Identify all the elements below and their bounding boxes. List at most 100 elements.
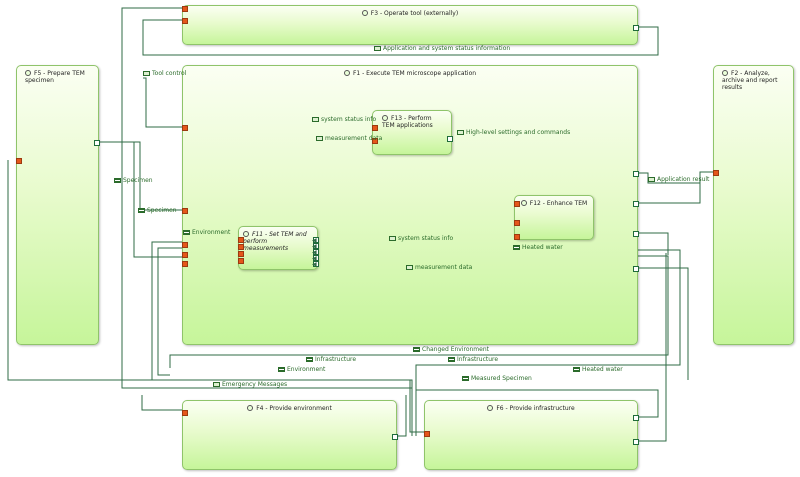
exchange-icon xyxy=(457,130,464,135)
exchange-label: High-level settings and commands xyxy=(457,129,570,136)
input-port[interactable] xyxy=(713,170,719,176)
function-icon xyxy=(343,70,350,76)
function-title: F1 - Execute TEM microscope application xyxy=(352,70,477,77)
exchange-icon xyxy=(316,136,323,141)
exchange-icon xyxy=(143,71,150,76)
exchange-icon xyxy=(213,382,220,387)
exchange-label: Infrastructure xyxy=(448,356,498,363)
output-port[interactable] xyxy=(633,415,639,421)
function-title: F6 - Provide infrastructure xyxy=(496,405,575,412)
function-icon xyxy=(361,10,368,16)
input-port[interactable] xyxy=(182,208,188,214)
physical-exchange-icon xyxy=(114,178,121,183)
function-icon xyxy=(520,200,527,206)
output-port[interactable] xyxy=(633,231,639,237)
input-port[interactable] xyxy=(182,410,188,416)
input-port[interactable] xyxy=(16,158,22,164)
physical-exchange-icon xyxy=(573,367,580,372)
exchange-label: Heated water xyxy=(573,366,623,373)
exchange-label: Specimen xyxy=(138,207,177,214)
exchange-label: Application result xyxy=(648,176,709,183)
function-f12[interactable]: F12 - Enhance TEM xyxy=(514,195,594,240)
exchange-label: Infrastructure xyxy=(306,356,356,363)
input-port[interactable] xyxy=(182,125,188,131)
exchange-label: Environment xyxy=(278,366,325,373)
function-f4[interactable]: F4 - Provide environment xyxy=(182,400,398,470)
function-icon xyxy=(487,405,494,411)
output-port[interactable] xyxy=(633,25,639,31)
exchange-label: Environment xyxy=(183,229,230,236)
function-f3[interactable]: F3 - Operate tool (externally) xyxy=(182,5,639,45)
exchange-label: Application and system status informatio… xyxy=(374,45,510,52)
output-port[interactable] xyxy=(447,136,453,142)
exchange-label: measurement data xyxy=(316,135,382,142)
output-port[interactable] xyxy=(392,434,398,440)
input-port[interactable] xyxy=(182,18,188,24)
physical-exchange-icon xyxy=(462,376,469,381)
output-port[interactable] xyxy=(313,249,319,255)
exchange-icon xyxy=(389,236,396,241)
arrowhead-markers: ◀◀◀◀◀ xyxy=(312,237,317,268)
physical-exchange-icon xyxy=(413,347,420,352)
input-port[interactable] xyxy=(238,244,244,250)
function-icon xyxy=(25,70,31,76)
input-port[interactable] xyxy=(514,234,520,240)
output-port[interactable] xyxy=(313,261,319,267)
output-port[interactable] xyxy=(633,171,639,177)
input-port[interactable] xyxy=(238,258,244,264)
physical-exchange-icon xyxy=(138,208,145,213)
output-port[interactable] xyxy=(313,243,319,249)
function-icon xyxy=(247,405,254,411)
input-port[interactable] xyxy=(182,252,188,258)
output-port[interactable] xyxy=(633,201,639,207)
function-title: F11 - Set TEM and perform measurements xyxy=(243,231,307,252)
exchange-label: Specimen xyxy=(114,177,153,184)
exchange-label: Measured Specimen xyxy=(462,375,532,382)
input-port[interactable] xyxy=(238,251,244,257)
input-port[interactable] xyxy=(514,201,520,207)
exchange-icon xyxy=(406,265,413,270)
exchange-icon xyxy=(374,46,381,51)
exchange-label: measurement data xyxy=(406,264,472,271)
input-port[interactable] xyxy=(182,242,188,248)
physical-exchange-icon xyxy=(513,245,520,250)
function-f11[interactable]: F11 - Set TEM and perform measurements xyxy=(238,226,319,270)
input-port[interactable] xyxy=(238,237,244,243)
physical-exchange-icon xyxy=(183,230,190,235)
exchange-label: Changed Environment xyxy=(413,346,489,353)
function-title: F12 - Enhance TEM xyxy=(529,200,588,207)
input-port[interactable] xyxy=(372,138,378,144)
physical-exchange-icon xyxy=(448,357,455,362)
function-title: F2 - Analyze, archive and report results xyxy=(722,70,778,91)
output-port[interactable] xyxy=(94,140,100,146)
function-title: F4 - Provide environment xyxy=(256,405,332,412)
exchange-label: Emergency Messages xyxy=(213,381,287,388)
input-port[interactable] xyxy=(372,125,378,131)
function-icon xyxy=(382,115,388,121)
input-port[interactable] xyxy=(182,6,188,12)
physical-exchange-icon xyxy=(278,367,285,372)
input-port[interactable] xyxy=(514,220,520,226)
exchange-icon xyxy=(648,177,655,182)
function-f13[interactable]: F13 - Perform TEM applications xyxy=(372,110,453,155)
physical-exchange-icon xyxy=(306,357,313,362)
exchange-label: Heated water xyxy=(513,244,563,251)
exchange-label: system status info xyxy=(389,235,453,242)
function-title: F13 - Perform TEM applications xyxy=(382,115,433,129)
function-f6[interactable]: F6 - Provide infrastructure xyxy=(424,400,639,470)
function-f2[interactable]: F2 - Analyze, archive and report results xyxy=(713,65,794,345)
output-port[interactable] xyxy=(633,266,639,272)
output-port[interactable] xyxy=(313,237,319,243)
exchange-icon xyxy=(312,117,319,122)
input-port[interactable] xyxy=(182,261,188,267)
output-port[interactable] xyxy=(313,255,319,261)
function-icon xyxy=(243,231,249,237)
function-title: F3 - Operate tool (externally) xyxy=(370,10,459,17)
function-icon xyxy=(722,70,728,76)
function-title: F5 - Prepare TEM specimen xyxy=(25,70,85,84)
exchange-label: system status info xyxy=(312,116,376,123)
function-f5[interactable]: F5 - Prepare TEM specimen xyxy=(16,65,100,345)
exchange-label: Tool control xyxy=(143,70,186,77)
output-port[interactable] xyxy=(633,439,639,445)
input-port[interactable] xyxy=(424,431,430,437)
